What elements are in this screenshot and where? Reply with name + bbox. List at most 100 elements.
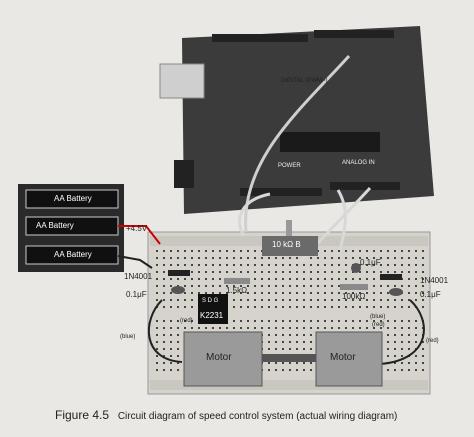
breadboard-hole <box>394 362 396 364</box>
breadboard-hole <box>198 292 200 294</box>
breadboard-hole <box>394 285 396 287</box>
breadboard-hole <box>282 278 284 280</box>
breadboard-hole <box>317 271 319 273</box>
breadboard-hole <box>261 327 263 329</box>
breadboard-hole <box>408 320 410 322</box>
breadboard-hole <box>366 257 368 259</box>
battery-pack <box>18 184 124 272</box>
breadboard-hole <box>268 362 270 364</box>
breadboard-hole <box>254 292 256 294</box>
breadboard-hole <box>184 257 186 259</box>
breadboard-hole <box>233 299 235 301</box>
breadboard-hole <box>317 299 319 301</box>
breadboard-hole <box>170 264 172 266</box>
breadboard-hole <box>170 362 172 364</box>
breadboard-hole <box>408 271 410 273</box>
arduino-board <box>159 26 434 214</box>
breadboard-hole <box>415 369 417 371</box>
breadboard-hole <box>205 327 207 329</box>
breadboard-hole <box>296 334 298 336</box>
breadboard-hole <box>359 257 361 259</box>
breadboard-hole <box>226 285 228 287</box>
breadboard-hole <box>240 306 242 308</box>
breadboard-hole <box>163 278 165 280</box>
breadboard-hole <box>226 250 228 252</box>
breadboard-hole <box>219 285 221 287</box>
resistor-left <box>224 278 250 284</box>
breadboard-hole <box>394 257 396 259</box>
breadboard-hole <box>338 271 340 273</box>
breadboard-hole <box>268 292 270 294</box>
breadboard-hole <box>205 250 207 252</box>
breadboard-hole <box>352 306 354 308</box>
breadboard-hole <box>156 285 158 287</box>
breadboard-hole <box>422 341 424 343</box>
breadboard-hole <box>261 264 263 266</box>
breadboard-hole <box>317 327 319 329</box>
breadboard-hole <box>275 264 277 266</box>
breadboard-hole <box>156 369 158 371</box>
breadboard-hole <box>324 264 326 266</box>
breadboard-hole <box>170 355 172 357</box>
breadboard-hole <box>408 292 410 294</box>
breadboard-hole <box>233 320 235 322</box>
battery-cell-1: AA Battery <box>54 194 92 203</box>
breadboard-hole <box>352 327 354 329</box>
breadboard-hole <box>338 320 340 322</box>
motor-coupler <box>262 354 316 362</box>
breadboard-hole <box>373 320 375 322</box>
breadboard-hole <box>394 369 396 371</box>
breadboard-hole <box>240 271 242 273</box>
breadboard-hole <box>205 257 207 259</box>
breadboard-hole <box>380 306 382 308</box>
breadboard-hole <box>177 355 179 357</box>
breadboard-hole <box>233 257 235 259</box>
breadboard-hole <box>408 250 410 252</box>
breadboard-hole <box>415 334 417 336</box>
blue-right-label: (blue) <box>370 314 386 320</box>
breadboard-hole <box>247 327 249 329</box>
battery-negative-wire <box>117 255 153 269</box>
breadboard-hole <box>163 264 165 266</box>
breadboard-hole <box>324 320 326 322</box>
breadboard-hole <box>324 257 326 259</box>
breadboard-hole <box>170 341 172 343</box>
breadboard-hole <box>380 250 382 252</box>
breadboard-hole <box>261 257 263 259</box>
breadboard-hole <box>233 306 235 308</box>
breadboard-hole <box>422 362 424 364</box>
breadboard-hole <box>324 278 326 280</box>
breadboard-hole <box>261 306 263 308</box>
breadboard-hole <box>296 278 298 280</box>
motor-left-label: Motor <box>206 352 232 363</box>
breadboard-hole <box>226 257 228 259</box>
breadboard-hole <box>289 278 291 280</box>
breadboard-hole <box>415 299 417 301</box>
breadboard-hole <box>380 320 382 322</box>
breadboard-hole <box>338 250 340 252</box>
breadboard-hole <box>289 306 291 308</box>
power-label: POWER <box>278 163 301 169</box>
breadboard-hole <box>310 292 312 294</box>
breadboard-hole <box>310 299 312 301</box>
diode-left <box>168 270 190 276</box>
breadboard-hole <box>212 285 214 287</box>
breadboard-hole <box>415 271 417 273</box>
breadboard-hole <box>205 292 207 294</box>
breadboard-hole <box>352 250 354 252</box>
breadboard-hole <box>191 292 193 294</box>
breadboard-hole <box>156 264 158 266</box>
breadboard-hole <box>331 271 333 273</box>
breadboard-hole <box>338 299 340 301</box>
breadboard-hole <box>394 320 396 322</box>
breadboard-hole <box>191 257 193 259</box>
breadboard-hole <box>373 306 375 308</box>
breadboard-hole <box>303 334 305 336</box>
red-right-label: (red) <box>372 322 385 328</box>
breadboard-hole <box>401 341 403 343</box>
breadboard-hole <box>226 271 228 273</box>
analog-header <box>330 182 400 190</box>
breadboard-hole <box>205 278 207 280</box>
breadboard-hole <box>366 278 368 280</box>
battery-voltage: +4.5V <box>126 224 148 233</box>
